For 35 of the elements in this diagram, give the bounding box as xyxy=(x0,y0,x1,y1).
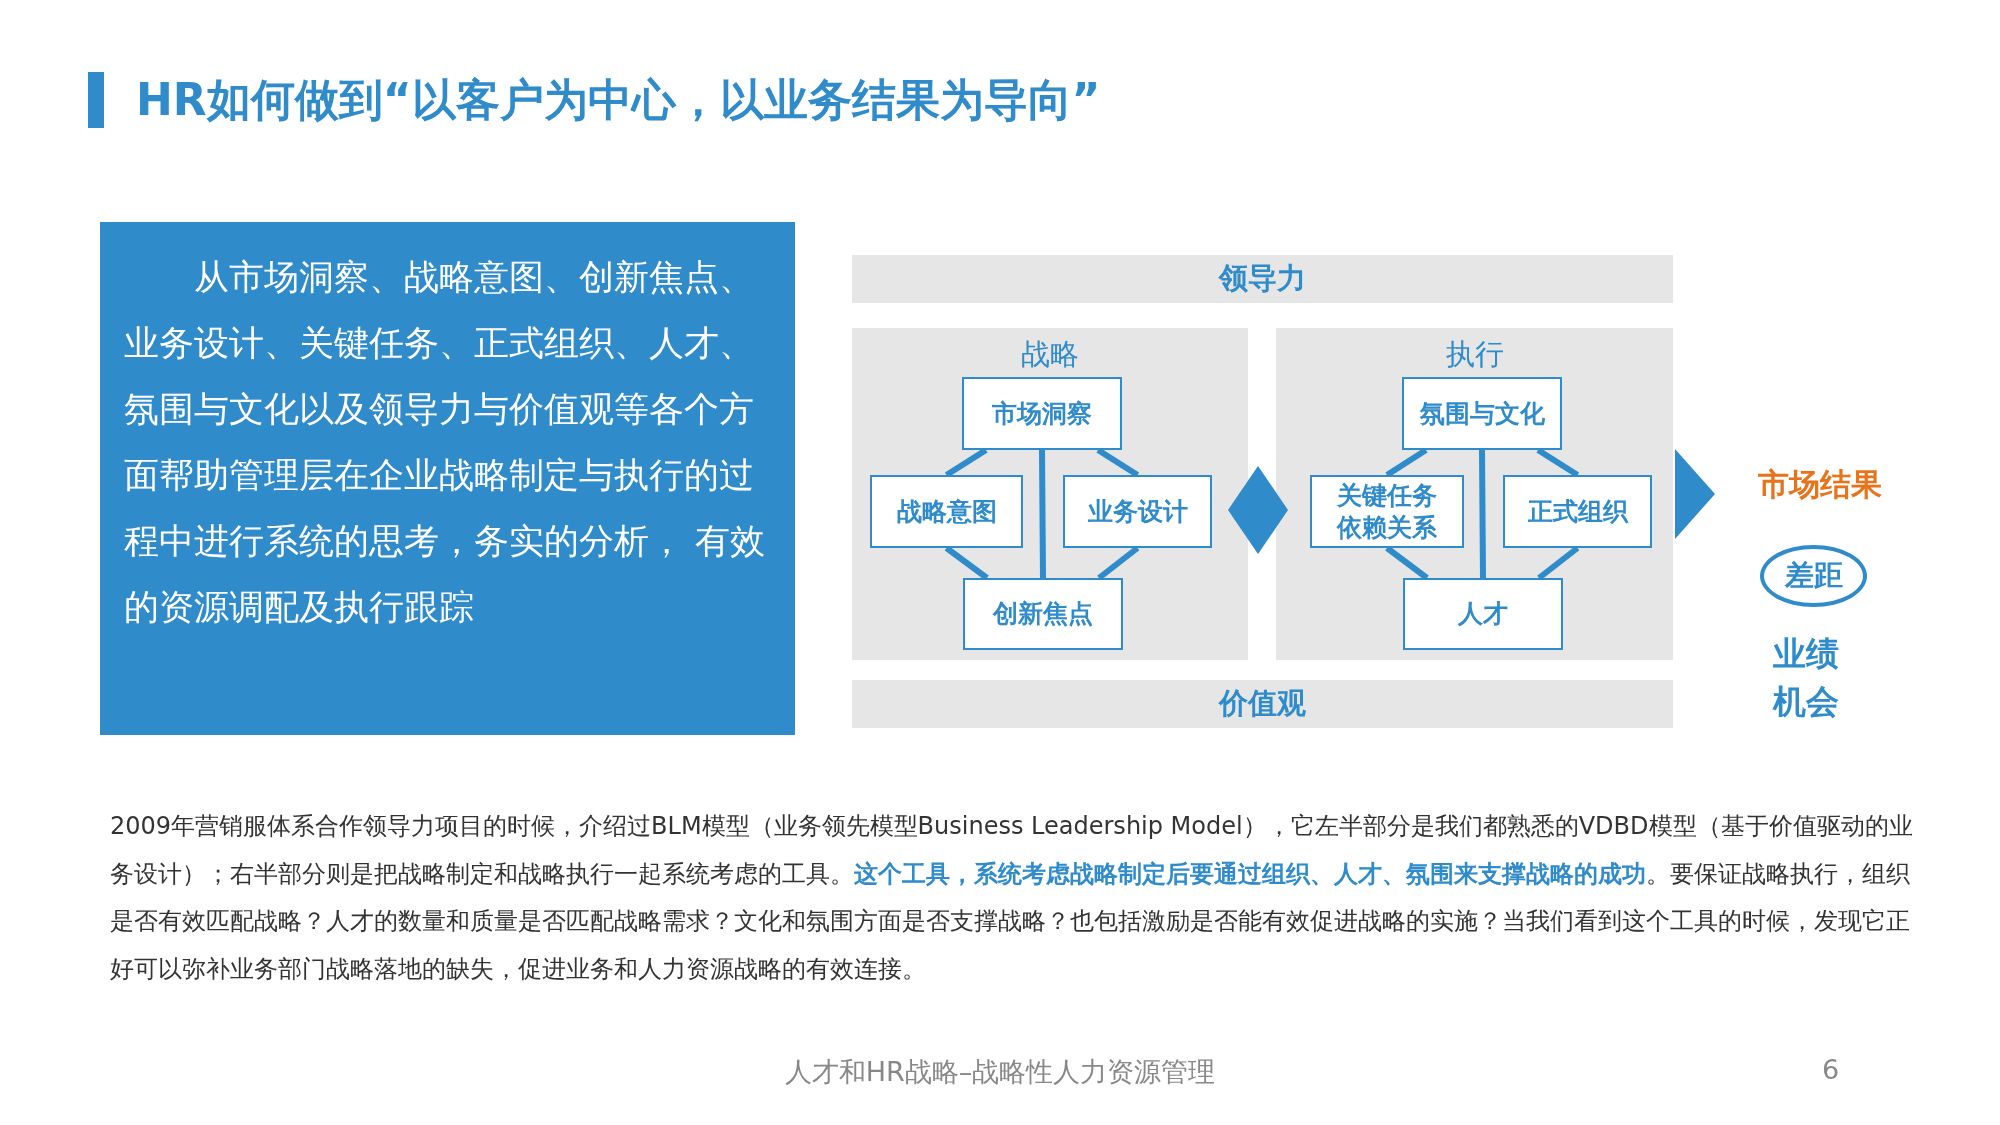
element-box: 人才 xyxy=(1403,578,1563,650)
connector-line xyxy=(1537,545,1580,581)
gap-ellipse: 差距 xyxy=(1760,545,1867,607)
section-panel xyxy=(852,328,1248,660)
element-box: 关键任务依赖关系 xyxy=(1310,475,1464,548)
connector-line xyxy=(1097,545,1140,581)
page-title: HR如何做到“以客户为中心，以业务结果为导向” xyxy=(136,73,1101,127)
connector-line xyxy=(1096,447,1140,478)
element-box: 氛围与文化 xyxy=(1402,377,1562,450)
connector-line xyxy=(1039,449,1046,579)
section-panel xyxy=(1276,328,1673,660)
element-box: 战略意图 xyxy=(870,475,1023,548)
body-paragraph: 2009年营销服体系合作领导力项目的时候，介绍过BLM模型（业务领先模型Business Leadership Model），它左半部分是我们都熟悉的VDBD模型（基于价值驱动的业务设计）；右半部分则是把战略制定和战略执行一起系统考虑的工具。这个工具，系统考虑战略制定后要通过组织、人才、氛围来支撑战略的成功。要保证战略执行，组织是否有效匹配战略？人才的数量和质量是否匹配战略需求？文化和氛围方面是否支撑战略？也包括激励是否能有效促进战略的实施？当我们看到这个工具的时候，发现它正好可以弥补业务部门战略落地的缺失，促进业务和人力资源战略的有效连接。 xyxy=(110,811,1914,985)
result-text: 市场结果 xyxy=(1745,460,1895,510)
connector-line xyxy=(944,447,988,478)
text-panel xyxy=(100,222,795,735)
intro-paragraph: 从市场洞察、战略意图、创新焦点、业务设计、关键任务、正式组织、人才、氛围与文化以及领导力与价值观等各个方面帮助管理层在企业战略制定与执行的过程中进行系统的思考，务实的分析， 有效的资源调配及执行跟踪 xyxy=(124,256,767,629)
performance-label: 业绩机会 xyxy=(1771,633,1841,723)
chevron-arrow xyxy=(1675,449,1715,539)
connector-line xyxy=(1536,447,1580,478)
connector-line xyxy=(1479,449,1486,579)
element-box: 正式组织 xyxy=(1503,475,1652,548)
element-box: 业务设计 xyxy=(1063,475,1212,548)
page-number: 6 xyxy=(1822,1054,1840,1085)
connector-line xyxy=(1385,447,1428,478)
element-box: 创新焦点 xyxy=(963,578,1123,650)
band-bar: 价值观 xyxy=(852,680,1673,728)
footer-text: 人才和HR战略–战略性人力资源管理 xyxy=(783,1055,1217,1089)
diamond xyxy=(1228,466,1288,554)
connector-line xyxy=(1385,545,1429,581)
band-bar: 领导力 xyxy=(852,255,1673,303)
panel-heading: 执行 xyxy=(1444,336,1505,373)
panel-heading: 战略 xyxy=(1020,336,1080,373)
element-box: 市场洞察 xyxy=(962,377,1122,450)
connector-line xyxy=(944,545,989,581)
